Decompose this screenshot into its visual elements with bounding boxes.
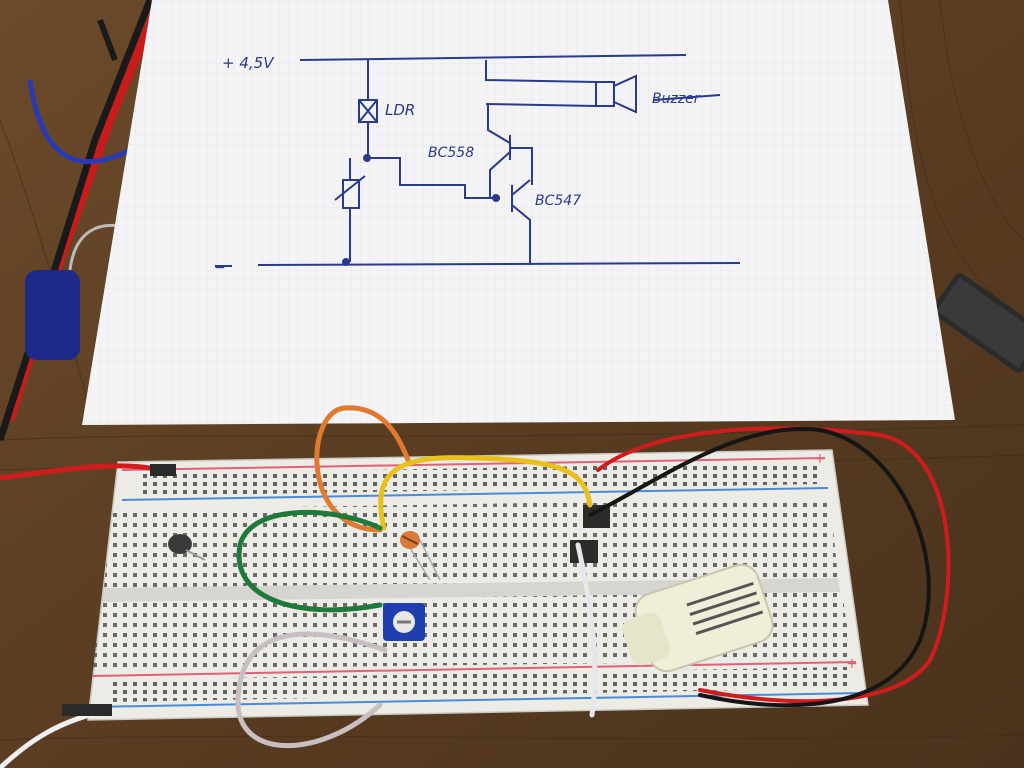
pnp-transistor-component bbox=[583, 505, 610, 528]
bottom-rail-plus-label: + bbox=[846, 656, 858, 672]
left-clutter bbox=[0, 0, 165, 442]
ic-chip bbox=[932, 273, 1024, 373]
jumper-wires bbox=[0, 405, 951, 768]
buzzer-symbol bbox=[595, 81, 615, 107]
battery-black-wire bbox=[588, 426, 931, 708]
top-terminal-strip bbox=[104, 498, 838, 588]
capacitor bbox=[25, 270, 80, 360]
grey-wire-right bbox=[575, 542, 598, 718]
supply-label: + 4,5V bbox=[222, 54, 275, 72]
red-wire-left bbox=[0, 463, 163, 481]
red-wire-left-plug bbox=[150, 464, 176, 476]
schematic-drawing bbox=[215, 54, 741, 267]
pnp-transistor-label: BC558 bbox=[428, 145, 474, 161]
center-channel bbox=[102, 578, 840, 602]
npn-transistor-component bbox=[570, 540, 598, 563]
left-transistor bbox=[168, 534, 206, 561]
trimmer-potentiometer bbox=[383, 603, 425, 641]
green-wire bbox=[236, 509, 383, 613]
buzzer-label: Buzzer bbox=[652, 91, 701, 107]
yellow-wire bbox=[378, 455, 593, 531]
grey-wire-left bbox=[235, 631, 388, 749]
top-power-rail: + bbox=[121, 451, 829, 501]
ground-label: − bbox=[214, 260, 226, 276]
npn-transistor-label: BC547 bbox=[535, 193, 581, 209]
white-wire-plug bbox=[62, 704, 112, 716]
orange-wire bbox=[314, 405, 411, 533]
piezo-buzzer bbox=[622, 563, 774, 673]
ldr-label: LDR bbox=[385, 101, 415, 119]
ldr-component bbox=[400, 531, 441, 581]
top-rail-plus-label: + bbox=[814, 451, 826, 467]
schematic-paper: + 4,5V − LDR BC558 BC547 Buzzer bbox=[82, 0, 955, 425]
